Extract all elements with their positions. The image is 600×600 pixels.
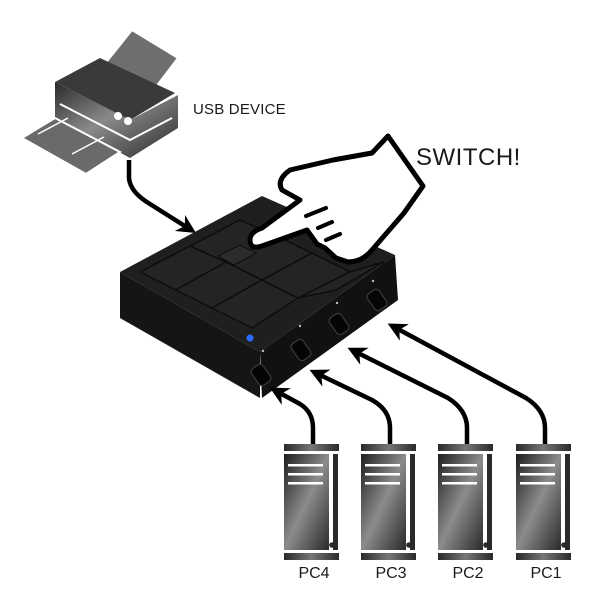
usb-switch-box [120, 196, 398, 398]
status-led [246, 334, 254, 342]
pc-label: PC2 [452, 565, 484, 582]
pointing-hand-icon [247, 133, 426, 265]
pc-cables [269, 323, 548, 445]
tower-pc-icon [361, 444, 416, 560]
pc-towers [284, 444, 571, 560]
pc3-cable-arrow [309, 369, 393, 445]
port-3 [290, 338, 312, 362]
usb-device-label: USB DEVICE [193, 101, 286, 118]
pc4-cable-arrow [269, 387, 316, 445]
printer-icon [20, 28, 180, 176]
port-4 [250, 363, 272, 387]
pc1-cable-arrow [387, 323, 548, 445]
pc2-cable-arrow [347, 347, 470, 445]
pc-label: PC3 [375, 565, 407, 582]
switch-action-label: SWITCH! [416, 144, 521, 171]
tower-pc-icon [438, 444, 493, 560]
device-cable-arrow [126, 160, 196, 234]
port-1 [366, 288, 388, 312]
tower-pc-icon [284, 444, 339, 560]
pc-label: PC1 [530, 565, 562, 582]
pc-label: PC4 [298, 565, 330, 582]
tower-pc-icon [516, 444, 571, 560]
port-2 [328, 312, 350, 336]
usb-ports [250, 288, 388, 387]
